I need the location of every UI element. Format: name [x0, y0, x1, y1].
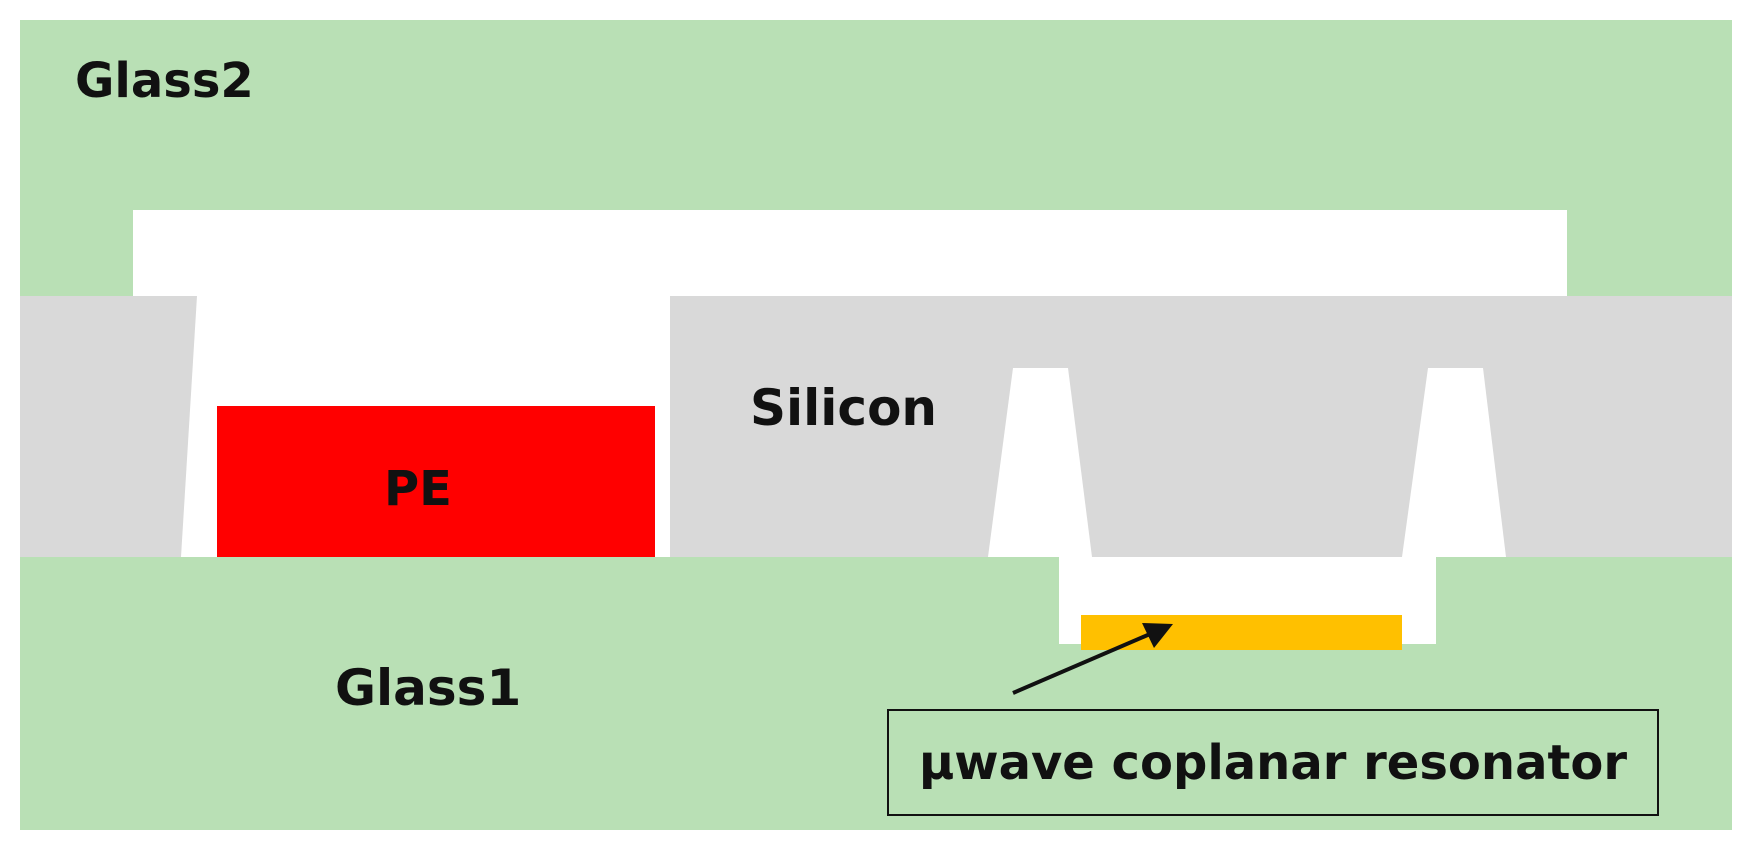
silicon-label: Silicon [750, 379, 937, 437]
resonator-strip [1081, 615, 1402, 650]
silicon-trench-1 [988, 368, 1092, 557]
silicon-sidewall [670, 296, 685, 557]
silicon-trench-2 [1402, 368, 1506, 557]
resonator-arrow-line [1012, 632, 1151, 695]
glass1-label: Glass1 [335, 659, 521, 717]
pe-label: PE [384, 461, 452, 517]
resonator-label: μwave coplanar resonator [919, 735, 1627, 791]
arrow-head-icon [1142, 623, 1173, 648]
glass2-label: Glass2 [75, 53, 254, 109]
glass2-cavity [133, 210, 1567, 298]
resonator-label-box [887, 709, 1659, 816]
glass1-layer [20, 557, 1732, 830]
pe-block [217, 406, 655, 557]
silicon-left-pillar [20, 296, 197, 557]
